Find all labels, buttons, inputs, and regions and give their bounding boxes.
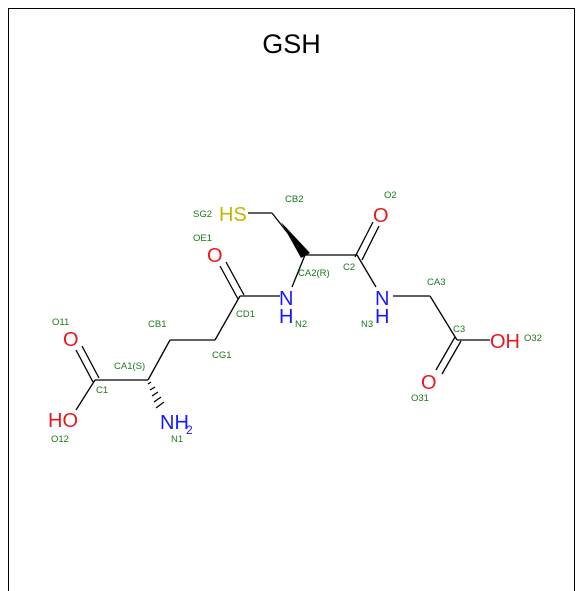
wedge-ca2-cb2 [281, 222, 310, 258]
atom-oe1: O [207, 245, 223, 267]
atom-n2: N [279, 288, 293, 310]
atom-n3-h: H [375, 306, 389, 328]
hash-4 [153, 396, 162, 403]
label-c1: C1 [96, 385, 108, 396]
label-o11: O11 [52, 317, 69, 328]
label-oe1: OE1 [193, 233, 212, 244]
bond-c2-o2-a [354, 221, 374, 258]
label-c2: C2 [343, 262, 355, 273]
hash-1 [147, 381, 152, 385]
label-o2: O2 [384, 190, 397, 201]
label-cb2: CB2 [285, 194, 303, 205]
bond-cd1-oe1-a [219, 265, 239, 300]
label-ca3: CA3 [427, 277, 445, 288]
label-ca1: CA1(S) [114, 361, 145, 372]
bond-c1-o12 [75, 379, 96, 411]
label-n3: N3 [361, 319, 373, 330]
bond-cd1-oe1-b [225, 261, 245, 296]
label-c3: C3 [453, 324, 465, 335]
label-o31: O31 [411, 393, 429, 404]
label-cg1: CG1 [212, 350, 232, 361]
hash-5 [155, 401, 165, 409]
label-cd1: CD1 [236, 309, 255, 320]
label-ca2: CA2(R) [298, 268, 330, 279]
atoms: HS O O N H N H O HO NH 2 O OH [48, 204, 520, 437]
bond-cb1-ca1 [147, 339, 171, 381]
atom-n3: N [375, 288, 389, 310]
label-o12: O12 [51, 434, 69, 445]
bond-c2-o2-b [361, 225, 380, 261]
bond-c3-o31-b [441, 340, 462, 375]
atom-o11: O [63, 329, 79, 351]
bond-cd1-cg1 [214, 295, 241, 341]
atom-sh: HS [219, 204, 247, 226]
atom-n1-subscript: 2 [186, 423, 193, 437]
bond-c1-o11-b [81, 345, 100, 379]
atom-o31: O [421, 372, 437, 394]
atom-o2: O [373, 205, 389, 227]
label-sg2: SG2 [193, 209, 212, 220]
diagram-border [8, 8, 575, 591]
bond-ca3-c3 [429, 295, 458, 341]
bond-c1-o11-a [75, 349, 94, 383]
bonds [75, 212, 490, 411]
hash-3 [151, 391, 159, 397]
bond-c2-n3 [356, 254, 377, 288]
bond-ca2-n2 [291, 254, 306, 288]
atom-n1: NH [160, 412, 189, 434]
label-n1: N1 [171, 434, 183, 445]
atom-o32: OH [490, 331, 520, 353]
atom-o12: HO [48, 410, 78, 432]
hash-2 [149, 386, 156, 391]
label-o32: O32 [524, 333, 542, 344]
label-cb1: CB1 [148, 319, 166, 330]
label-n2: N2 [295, 319, 307, 330]
molecule-title: GSH [262, 29, 321, 59]
bond-c3-o31-a [435, 336, 456, 371]
atom-labels: SG2 CB2 O2 OE1 CA2(R) C2 CA3 CD1 N2 N3 O… [51, 190, 542, 445]
atom-n2-h: H [279, 306, 293, 328]
